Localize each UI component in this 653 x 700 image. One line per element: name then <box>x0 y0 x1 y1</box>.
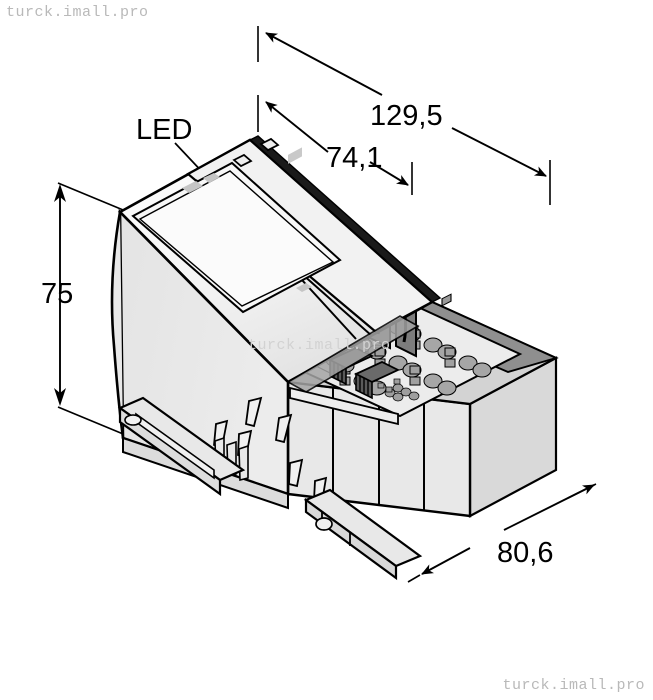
rj45-pins-2 <box>359 376 369 396</box>
dim-74-left-leader <box>265 101 329 153</box>
small-contact-cluster <box>377 378 420 402</box>
wedge <box>245 396 263 428</box>
dimension-lines <box>54 26 597 583</box>
led-label: LED <box>136 114 192 146</box>
dim-75-leader-top <box>57 182 129 213</box>
dimension-label-806: 80,6 <box>497 537 553 569</box>
dim-806-ext-bot <box>407 574 421 583</box>
led-slot <box>259 137 280 152</box>
terminal-contact-group <box>444 347 492 378</box>
terminal-ledge <box>289 386 399 426</box>
display-corner-marks <box>182 173 312 292</box>
front-gray-band <box>286 315 420 393</box>
dimension-label-75: 75 <box>41 278 73 310</box>
mount-foot-hole <box>315 517 333 531</box>
dim-129-right-leader <box>451 127 547 177</box>
dim-74-right-leader <box>369 161 409 186</box>
dim-75-arrow-bottom <box>54 388 66 406</box>
led-slot <box>232 153 253 168</box>
dimension-label-74: 74,1 <box>326 142 382 174</box>
watermark-top-left: turck.imall.pro <box>6 4 149 21</box>
dimension-label-129: 129,5 <box>370 100 443 132</box>
watermark-bottom-right: turck.imall.pro <box>502 677 645 694</box>
wedge <box>288 458 304 488</box>
device-body <box>110 135 559 581</box>
dim-75-arrow-top <box>54 184 66 202</box>
dim-75-leader-bottom <box>57 406 129 437</box>
dim-806-lower-leader <box>421 547 471 575</box>
wedge <box>274 413 293 444</box>
dim-129-left-leader <box>265 32 383 96</box>
display-marker <box>288 147 302 164</box>
din-rail-foot-hole <box>124 414 142 426</box>
front-wedge-features <box>213 396 328 504</box>
terminal-contact-group <box>409 365 457 396</box>
dim-806-ext-top <box>567 483 597 499</box>
watermark-center: turck.imall.pro <box>248 337 391 354</box>
vent-slot <box>238 444 249 482</box>
